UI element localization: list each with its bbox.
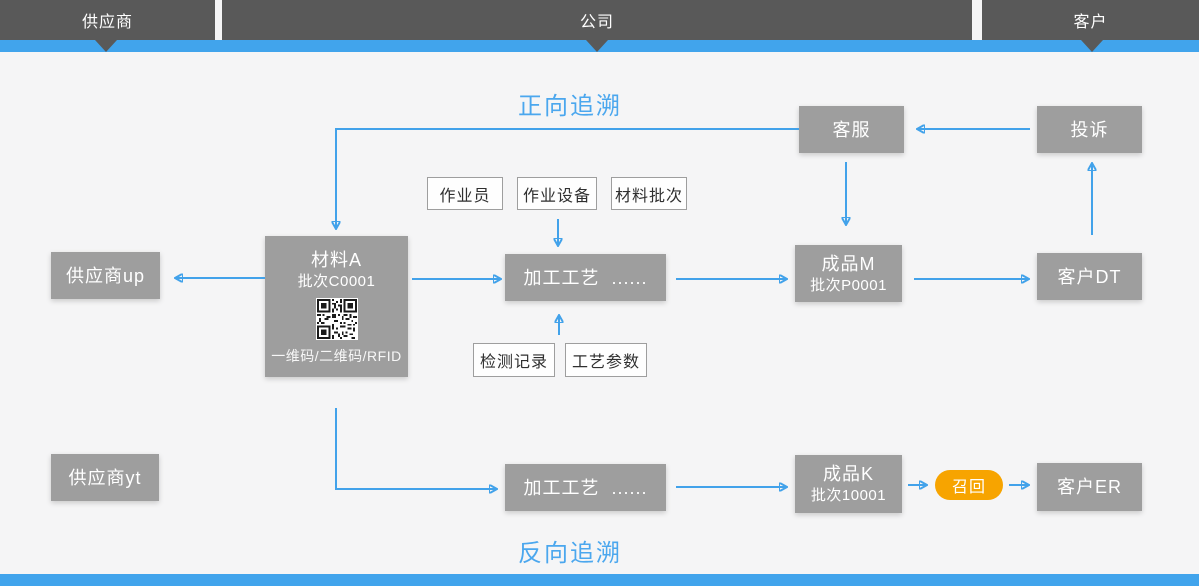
recall-badge: 召回: [935, 470, 1003, 500]
backward-trace-title: 反向追溯: [518, 540, 622, 567]
tag-operator: 作业员: [427, 177, 503, 210]
bottom-accent-bar: [0, 574, 1199, 586]
node-supplier-yt: 供应商yt: [51, 454, 159, 501]
node-label: 供应商up: [65, 265, 146, 286]
node-batch: 批次10001: [810, 487, 887, 504]
tag-label: 工艺参数: [571, 354, 640, 371]
qr-code-icon: [315, 297, 358, 340]
node-customer-er: 客户ER: [1037, 463, 1142, 511]
node-label: 投诉: [1070, 119, 1109, 140]
recall-label: 召回: [951, 479, 986, 496]
node-title: 材料A: [310, 249, 362, 270]
node-code-types: 一维码/二维码/RFID: [271, 347, 402, 364]
node-label: 客户ER: [1056, 477, 1122, 497]
node-batch: 批次P0001: [810, 276, 887, 294]
node-title: 成品M: [821, 253, 876, 274]
header-segment-supplier: 供应商: [0, 0, 215, 40]
node-process-bottom: 加工工艺 ......: [505, 464, 666, 511]
node-product-k: 成品K 批次10001: [795, 455, 902, 513]
header-segment-customer: 客户: [982, 0, 1199, 40]
tag-label: 作业员: [439, 187, 491, 205]
node-title: 成品K: [822, 464, 874, 484]
header-segment-company: 公司: [222, 0, 972, 40]
node-material-a: 材料A 批次C0001 一维码/二维码/RFID: [265, 236, 408, 377]
node-label: 客户DT: [1057, 266, 1122, 287]
node-label: 加工工艺 ......: [523, 477, 648, 498]
tag-equipment: 作业设备: [517, 177, 597, 210]
tag-label: 检测记录: [479, 354, 548, 371]
node-label: 客服: [832, 119, 871, 140]
node-label: 加工工艺 ......: [523, 267, 648, 288]
tag-material-batch: 材料批次: [611, 177, 687, 210]
tag-inspection-record: 检测记录: [473, 343, 555, 377]
forward-trace-title: 正向追溯: [518, 93, 622, 120]
node-process-top: 加工工艺 ......: [505, 254, 666, 301]
node-customer-dt: 客户DT: [1037, 253, 1142, 300]
tag-label: 作业设备: [522, 187, 591, 205]
header-label: 供应商: [81, 14, 133, 31]
node-complaint: 投诉: [1037, 106, 1142, 153]
tag-label: 材料批次: [614, 187, 683, 205]
arrow-material-to-process-bottom: [335, 408, 496, 489]
header-label: 客户: [1073, 14, 1108, 31]
header-label: 公司: [579, 14, 614, 31]
triangle-down-icon: [1081, 40, 1103, 52]
node-batch: 批次C0001: [297, 272, 376, 290]
node-customer-service: 客服: [799, 106, 904, 153]
node-product-m: 成品M 批次P0001: [795, 245, 902, 302]
triangle-down-icon: [95, 40, 117, 52]
tag-process-params: 工艺参数: [565, 343, 647, 377]
triangle-down-icon: [586, 40, 608, 52]
node-supplier-up: 供应商up: [51, 252, 160, 299]
node-label: 供应商yt: [68, 467, 142, 488]
